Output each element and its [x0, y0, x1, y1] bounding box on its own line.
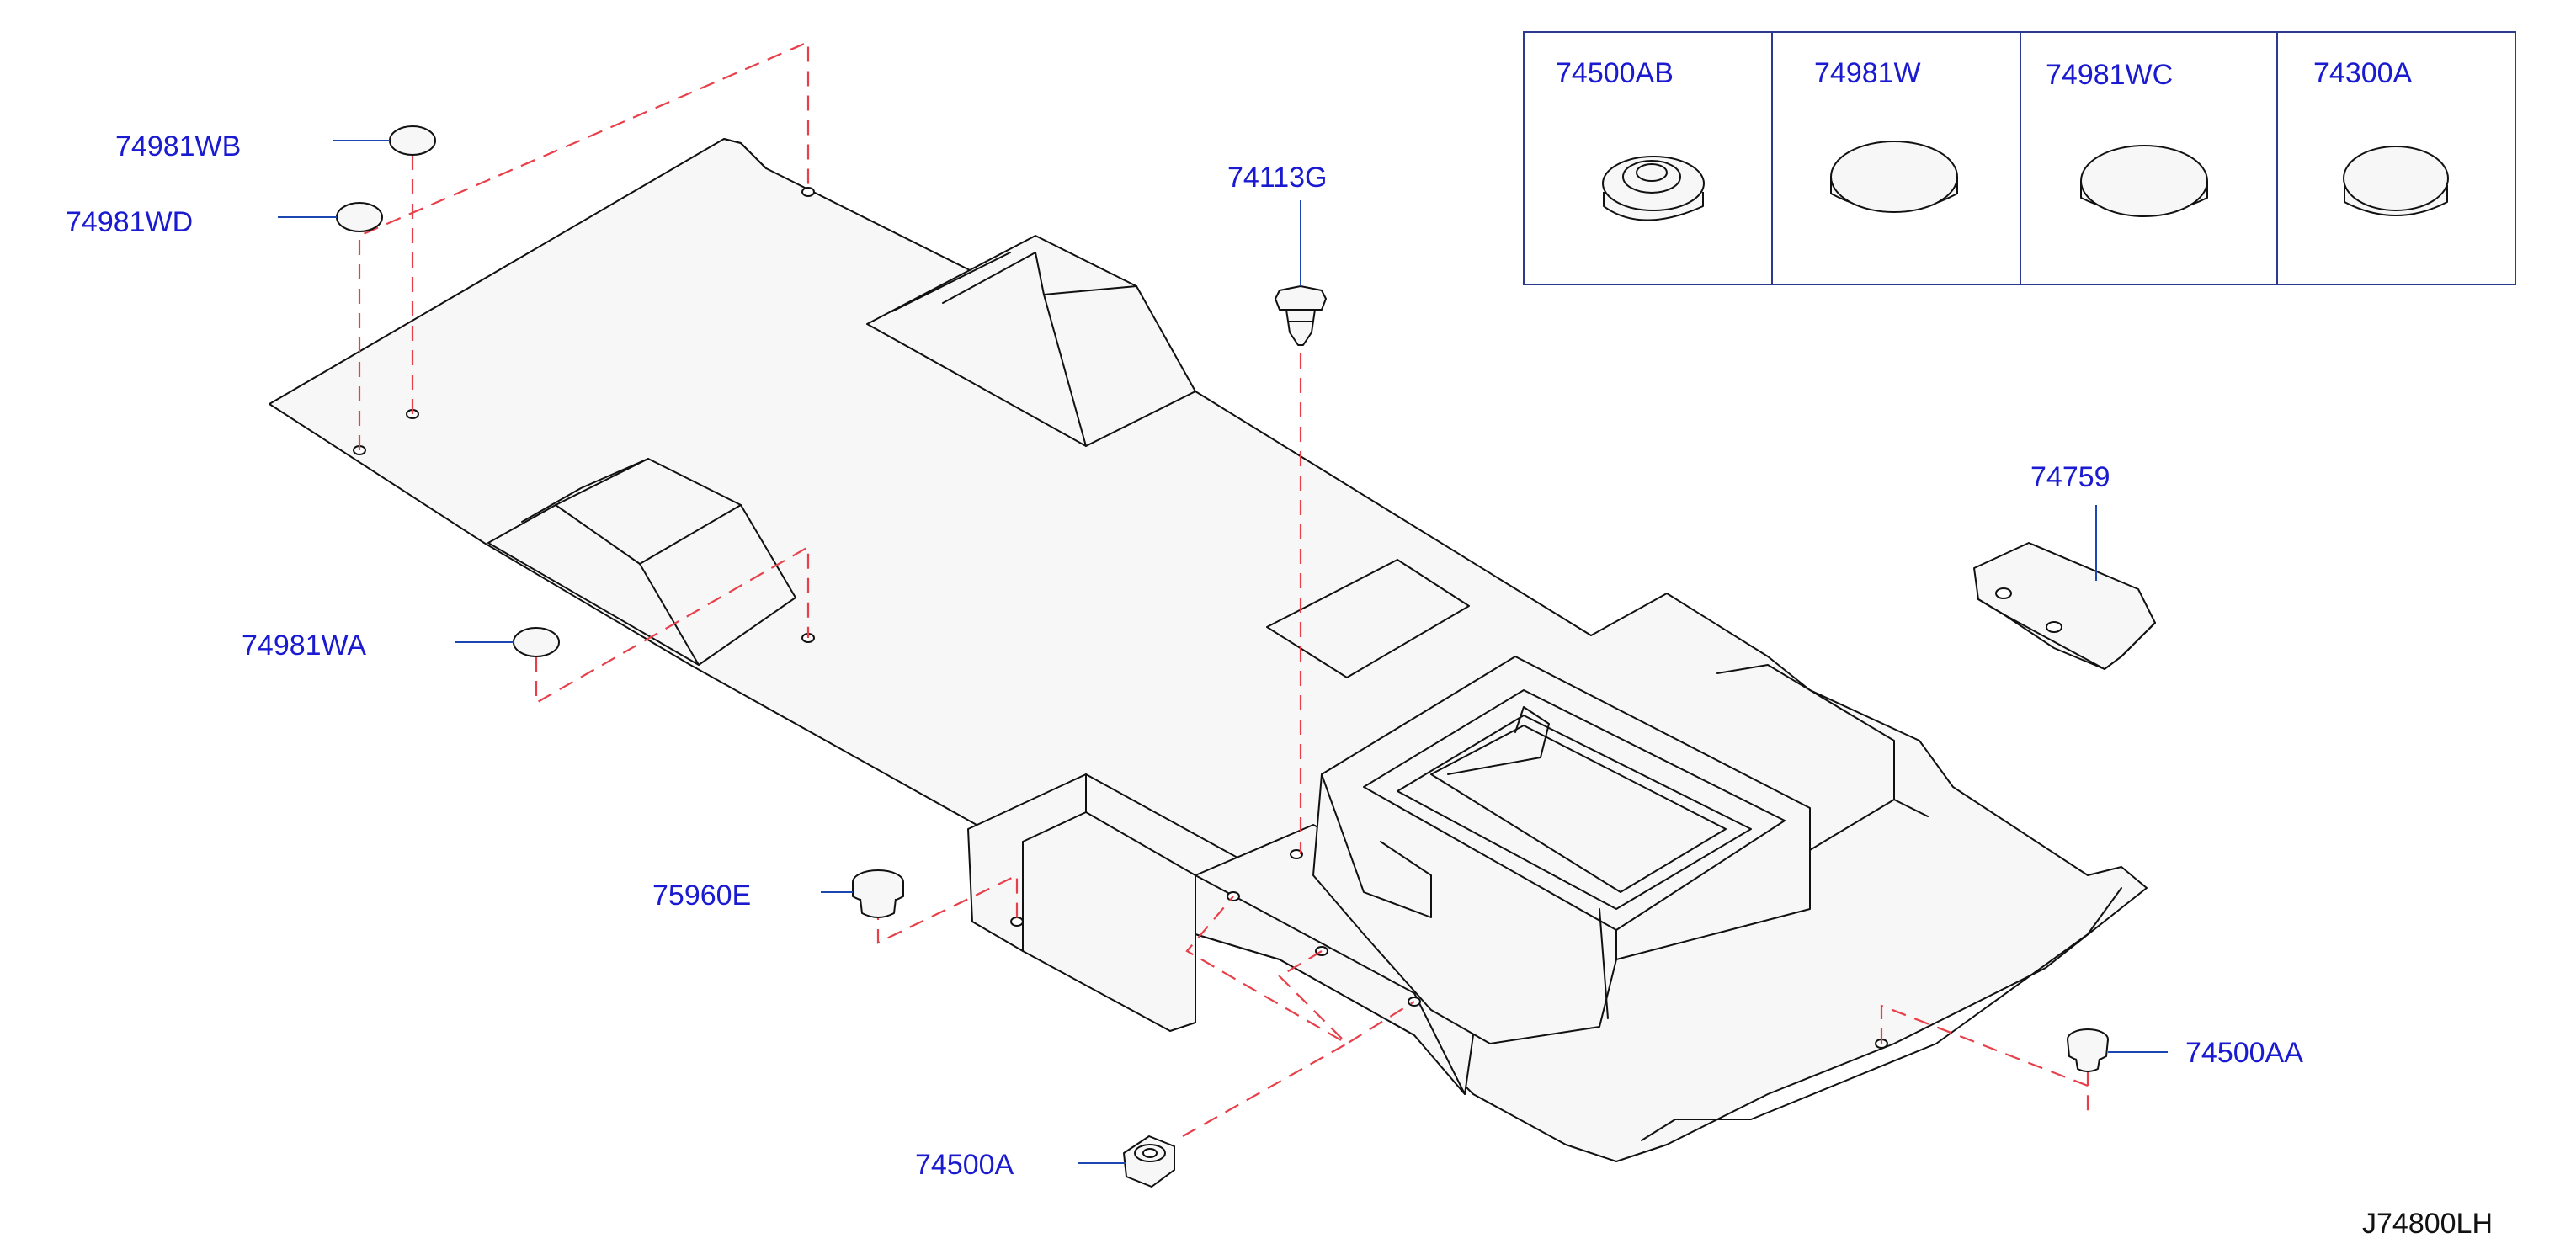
- domed-plug-icon: [2343, 146, 2449, 216]
- fastener-74981wa: [513, 627, 560, 657]
- label-74981wa: 74981WA: [242, 630, 366, 662]
- installation-lines: [358, 40, 2089, 1137]
- legend-label-74981wc: 74981WC: [2046, 59, 2173, 91]
- label-74981wd: 74981WD: [66, 206, 193, 238]
- drawing-code: J74800LH: [2362, 1208, 2493, 1240]
- label-74500aa: 74500AA: [2185, 1037, 2303, 1069]
- legend-table: 74500AB 74981W 74981WC 74300A: [1523, 31, 2516, 285]
- flat-plug-icon: [2080, 145, 2208, 217]
- label-74759: 74759: [2030, 461, 2110, 493]
- leader-lines: [278, 140, 2168, 1164]
- label-74981wb: 74981WB: [115, 130, 241, 162]
- legend-label-74300a: 74300A: [2313, 57, 2413, 89]
- clip-74113g: [1275, 285, 1327, 346]
- label-74113g: 74113G: [1227, 162, 1327, 194]
- legend-label-74981w: 74981W: [1814, 57, 1921, 89]
- grommet-74500a: [1123, 1135, 1175, 1188]
- part-labels: 74981WB 74981WD 74113G 74981WA 74759 759…: [66, 130, 2303, 1181]
- legend-label-74500ab: 74500AB: [1556, 57, 1674, 89]
- label-75960e: 75960E: [652, 880, 751, 912]
- fastener-74981wb: [389, 125, 436, 156]
- label-74500a: 74500A: [915, 1149, 1014, 1181]
- fastener-74981wd: [336, 202, 383, 232]
- flat-plug-icon: [1830, 141, 1958, 213]
- plug-74500aa: [2067, 1028, 2109, 1072]
- bracket-part: [1973, 542, 2156, 670]
- plug-75960e: [852, 869, 904, 918]
- floor-insulator-panel: [269, 138, 2148, 1162]
- grommet-ring-icon: [1602, 156, 1705, 221]
